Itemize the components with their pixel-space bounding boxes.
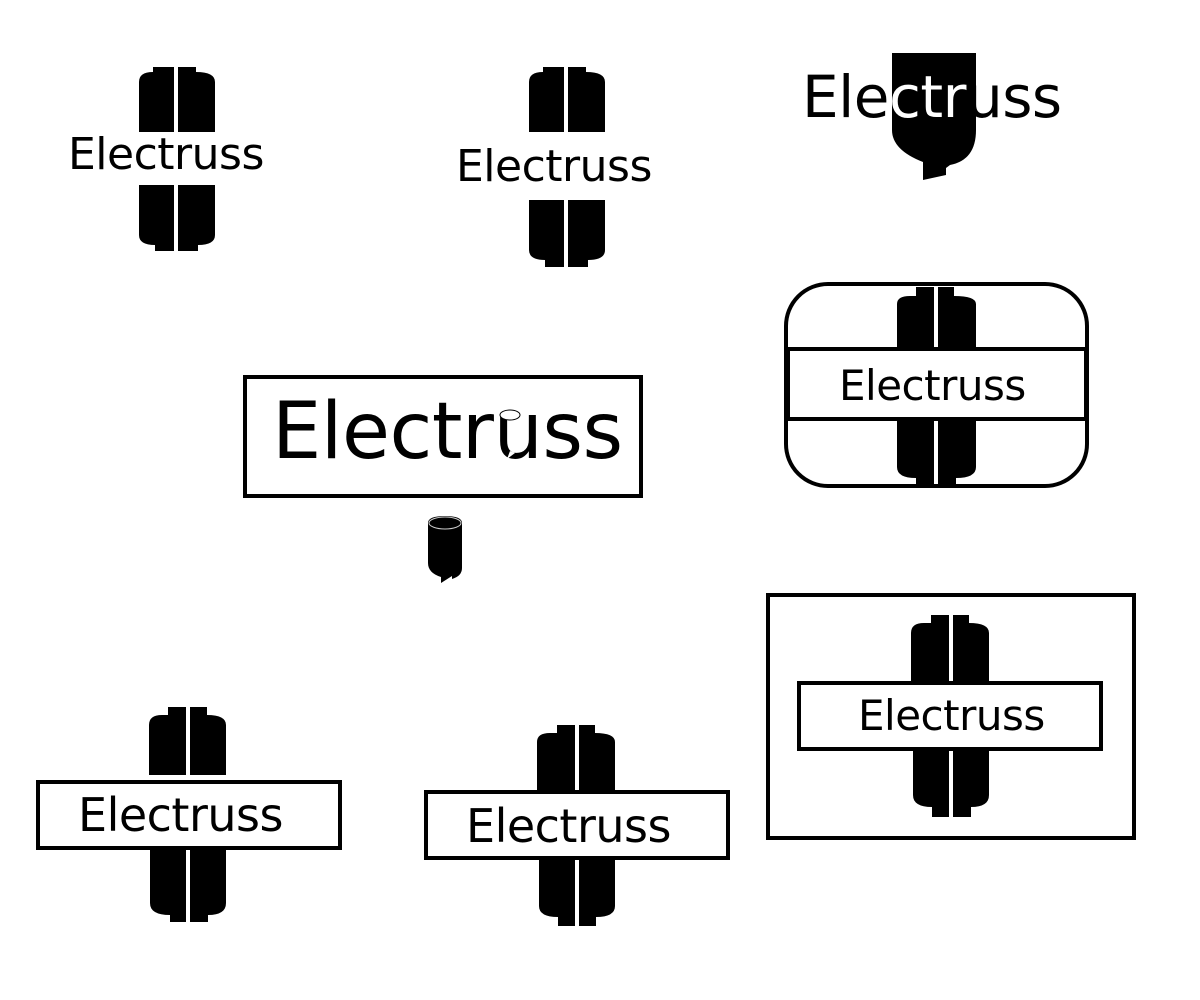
plug-top-right-half <box>178 67 215 132</box>
plug-tip-icon <box>428 516 462 583</box>
wordmark-segment-inverted: ctr <box>888 63 966 131</box>
plug-top-left-half <box>529 67 564 132</box>
plug-icon <box>529 67 605 267</box>
plug-bottom-left-half <box>913 750 949 817</box>
plug-icon <box>149 707 226 922</box>
plug-top-left-half <box>537 725 575 792</box>
wordmark-box <box>36 780 342 850</box>
plug-top-right-half <box>190 707 226 775</box>
plug-bottom-right-half <box>938 419 976 484</box>
plug-top-right-half <box>953 615 989 681</box>
plug-bottom-left-half <box>139 185 174 251</box>
logo-plug-cross-boxed-alt: Electruss <box>420 720 740 935</box>
logo-plug-cross-boxed: Electruss <box>30 700 350 930</box>
brand-wordmark-dark-part: Electruss <box>802 68 1062 126</box>
logo-plug-cross-plain-alt: Electruss <box>450 60 690 275</box>
wordmark-segment: uss <box>965 63 1062 131</box>
plug-bottom-right-half <box>568 200 605 267</box>
wordmark-segment: ss <box>542 387 623 477</box>
plug-bottom-left-half <box>897 419 934 484</box>
wordmark-box <box>424 790 730 860</box>
plug-top-left-half <box>911 615 949 681</box>
plug-bottom-left-half <box>529 200 564 267</box>
plug-bottom-right-half <box>190 850 226 922</box>
plug-icon <box>139 67 215 251</box>
logo-plug-cross-plain: Electruss <box>60 60 310 260</box>
plug-top-left-half <box>149 707 186 775</box>
plug-bottom-right-half <box>953 750 989 817</box>
framed-plug-cross-content: Electruss <box>760 585 1140 845</box>
brand-wordmark: Electruss <box>858 691 1045 740</box>
plug-shield-icon <box>892 53 976 180</box>
plug-tip-inline-icon <box>499 409 521 459</box>
logo-boxed-wordmark <box>243 375 643 498</box>
plug-bottom-right-half <box>178 185 215 251</box>
brand-wordmark: Electruss <box>68 129 264 180</box>
plug-top-right-half <box>579 725 615 792</box>
wordmark-box <box>797 681 1103 751</box>
badge-frame <box>784 282 1089 488</box>
brand-wordmark: Electruss <box>466 799 671 853</box>
brand-wordmark: Electruss <box>78 788 283 842</box>
brand-wordmark: Electruss <box>456 141 652 192</box>
plug-bottom-left-half <box>150 850 186 922</box>
wordmark-segment: Electr <box>272 387 494 477</box>
logo-rounded-badge: Electruss <box>784 282 1090 488</box>
plug-icon <box>537 725 615 926</box>
brand-wordmark: Electruss <box>839 361 1026 410</box>
wordmark-u-plug: u <box>493 387 543 477</box>
plug-top-left-half <box>897 287 934 350</box>
plug-top-right-half <box>938 287 976 350</box>
plug-icon <box>911 615 989 817</box>
plug-bottom-right-half <box>579 860 615 926</box>
plug-bottom-left-half <box>539 860 575 926</box>
plug-top-right-half <box>568 67 605 132</box>
plug-top-left-half <box>139 67 174 132</box>
wordmark-segment: Ele <box>802 63 889 131</box>
logo-plug-shield-behind-text: Electruss <box>790 40 1090 190</box>
